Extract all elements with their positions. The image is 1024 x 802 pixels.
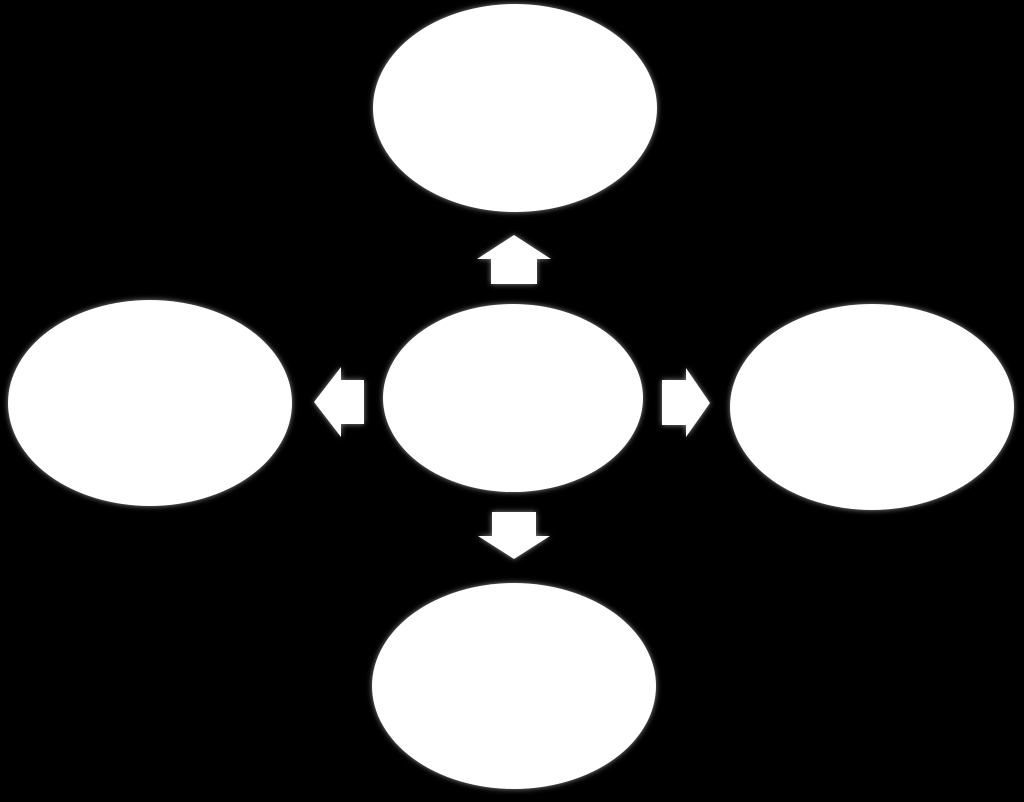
node-left-ellipse [8,300,292,506]
node-bottom [372,583,656,789]
arrow-down-icon [478,512,550,559]
arrow-up-icon [477,235,551,284]
node-top-ellipse [373,4,657,212]
node-right-ellipse [730,304,1014,510]
arrow-right-icon [662,368,710,437]
node-left [8,300,292,506]
arrow-left-icon [314,367,364,437]
node-bottom-ellipse [372,583,656,789]
node-top [373,4,657,212]
node-center-ellipse [383,304,643,492]
node-right [730,304,1014,510]
node-center [383,304,643,492]
